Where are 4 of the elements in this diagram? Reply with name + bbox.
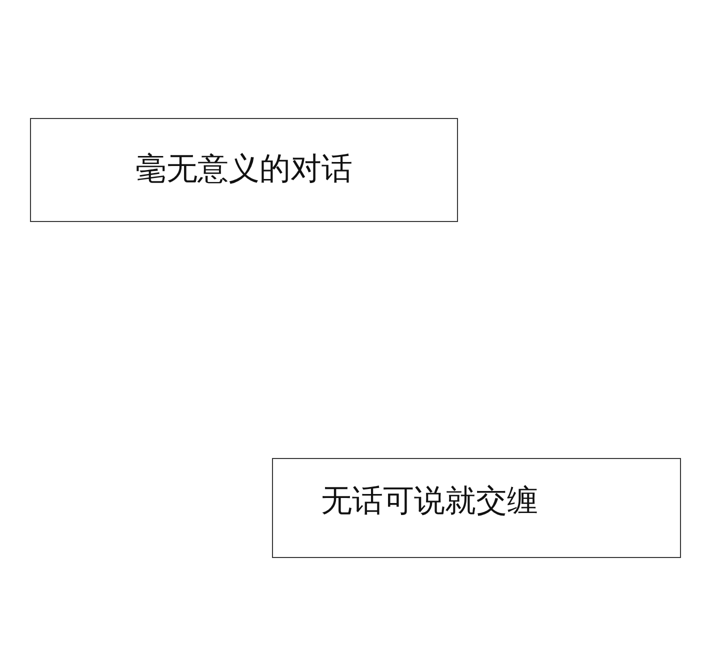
text-box — [30, 118, 458, 222]
box-label: 无话可说就交缠 — [321, 483, 538, 521]
text-box — [272, 458, 681, 558]
box-label: 毫无意义的对话 — [136, 151, 352, 189]
